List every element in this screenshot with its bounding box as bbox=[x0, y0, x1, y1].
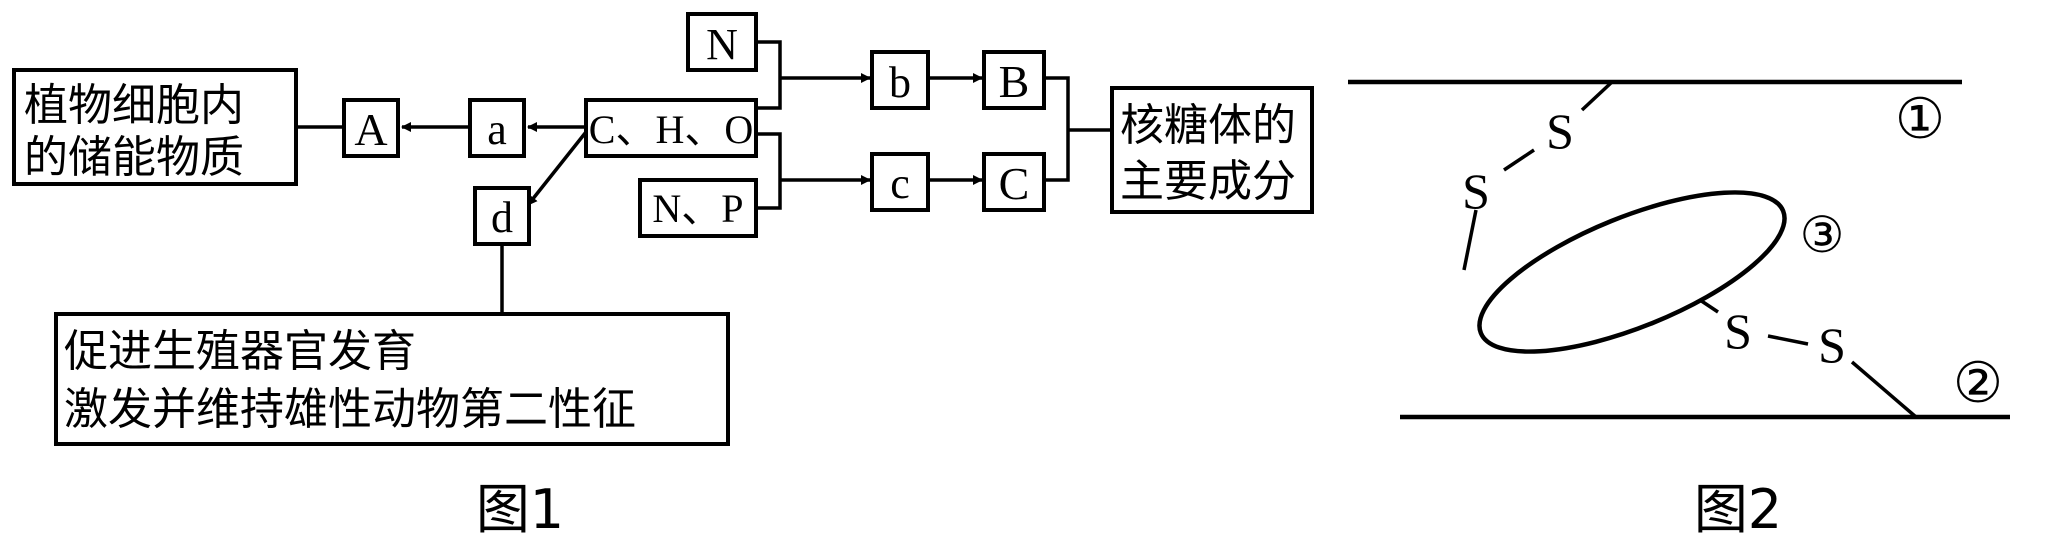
s-top-left: S bbox=[1462, 163, 1490, 219]
bracket-B-C bbox=[1044, 76, 1070, 182]
disulfide-bond-bottom bbox=[1767, 334, 1809, 346]
node-A-label: A bbox=[354, 104, 387, 155]
function-box bbox=[54, 312, 730, 446]
figure-2-caption: 图2 bbox=[1694, 478, 1782, 541]
node-N-label: N bbox=[706, 20, 738, 69]
s-top-right: S bbox=[1546, 103, 1574, 159]
arrow-CHO-to-d bbox=[526, 130, 588, 207]
node-b-box bbox=[870, 50, 930, 110]
figure-2: S S S S ① ③ ② 图2 bbox=[1348, 79, 2010, 541]
disulfide-bond-top bbox=[1503, 148, 1535, 172]
node-c-box bbox=[870, 152, 930, 212]
bracket-N-CHO bbox=[756, 40, 782, 110]
node-a-label: a bbox=[487, 105, 507, 154]
node-B-box bbox=[982, 50, 1046, 110]
bond-chain1-to-S bbox=[1580, 80, 1614, 112]
ribosome-line2: 主要成分 bbox=[1120, 156, 1296, 207]
node-CHO-box bbox=[584, 98, 758, 158]
node-NP-label: N、P bbox=[652, 186, 743, 231]
s-bottom-left: S bbox=[1724, 303, 1752, 359]
node-c-label: c bbox=[890, 159, 910, 208]
chain-1-label: ① bbox=[1895, 89, 1945, 151]
storage-label-line1: 植物细胞内 bbox=[24, 80, 244, 131]
node-a-box bbox=[468, 98, 526, 158]
node-C-box bbox=[982, 152, 1046, 212]
node-d-label: d bbox=[491, 193, 513, 242]
storage-substance-box bbox=[12, 68, 298, 186]
chain-3-label: ③ bbox=[1800, 207, 1845, 263]
function-line1: 促进生殖器官发育 bbox=[64, 326, 416, 377]
function-line2: 激发并维持雄性动物第二性征 bbox=[64, 384, 636, 435]
node-A-box bbox=[342, 98, 400, 158]
figure-1: 植物细胞内 的储能物质 A a C、H、O d 促进生殖器官发育 激发并维持雄性… bbox=[12, 12, 1314, 541]
s-bottom-right: S bbox=[1818, 317, 1846, 373]
ribosome-line1: 核糖体的 bbox=[1120, 100, 1296, 151]
chain-3-ellipse bbox=[1477, 190, 1787, 354]
node-C-label: C bbox=[999, 158, 1030, 209]
ribosome-component-box bbox=[1110, 86, 1314, 214]
bracket-CHO-NP bbox=[756, 132, 782, 210]
node-CHO-label: C、H、O bbox=[589, 107, 753, 152]
storage-label-line2: 的储能物质 bbox=[24, 132, 244, 183]
node-b-label: b bbox=[889, 58, 911, 107]
figure-1-caption: 图1 bbox=[476, 478, 564, 541]
bond-S-to-chain2 bbox=[1850, 360, 1918, 419]
chain-2-label: ② bbox=[1953, 353, 2003, 415]
bond-chain3-to-S bbox=[1699, 298, 1719, 314]
bond-S-to-chain3 bbox=[1462, 209, 1478, 271]
node-B-label: B bbox=[999, 56, 1030, 107]
